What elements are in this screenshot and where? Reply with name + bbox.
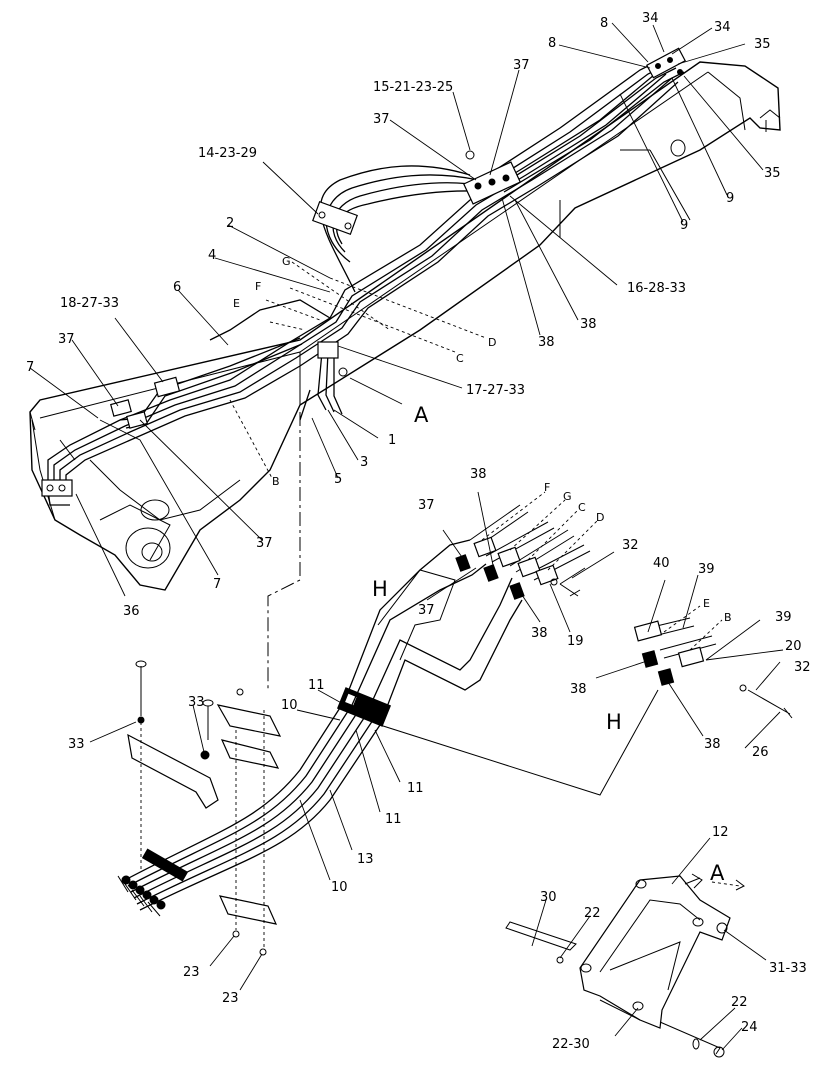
callout-3: 3 xyxy=(360,455,368,470)
callout-20: 20 xyxy=(785,639,802,654)
callout-24: 24 xyxy=(741,1020,758,1035)
callout-34: 34 xyxy=(642,11,659,26)
view-a-arrow xyxy=(711,881,741,887)
callout-40: 40 xyxy=(653,556,670,571)
callout-37: 37 xyxy=(513,58,530,73)
boom-assembly xyxy=(29,61,781,591)
view-a-label: A xyxy=(710,861,725,885)
callout-4: 4 xyxy=(208,248,216,263)
callout-17-27-33: 17-27-33 xyxy=(466,383,525,398)
callout-38: 38 xyxy=(531,626,548,641)
callout-34: 34 xyxy=(714,20,731,35)
callout-11: 11 xyxy=(308,678,325,693)
callout-22: 22 xyxy=(584,906,601,921)
callout-26: 26 xyxy=(752,745,769,760)
letter-d: D xyxy=(596,511,604,524)
boom-clamps xyxy=(41,47,686,497)
view-markers: A A H H xyxy=(372,403,745,891)
callout-14-23-29: 14-23-29 xyxy=(198,146,257,161)
callout-11: 11 xyxy=(385,812,402,827)
callout-37: 37 xyxy=(58,332,75,347)
letter-c: C xyxy=(456,352,464,365)
callout-16-28-33: 16-28-33 xyxy=(627,281,686,296)
callout-11: 11 xyxy=(407,781,424,796)
callout-30: 30 xyxy=(540,890,557,905)
callout-6: 6 xyxy=(173,280,181,295)
callout-38: 38 xyxy=(470,467,487,482)
callout-37: 37 xyxy=(418,603,435,618)
letter-c: C xyxy=(578,501,586,514)
letter-f: F xyxy=(544,481,550,494)
callout-39: 39 xyxy=(775,610,792,625)
letter-f: F xyxy=(255,280,261,293)
boom-hose-lines xyxy=(47,59,685,506)
callout-2: 2 xyxy=(226,216,234,231)
callout-10: 10 xyxy=(331,880,348,895)
callout-7: 7 xyxy=(26,360,34,375)
callout-1: 1 xyxy=(388,433,396,448)
leader-lines-lower xyxy=(89,491,784,1051)
letter-g: G xyxy=(563,490,572,503)
callout-18-27-33: 18-27-33 xyxy=(60,296,119,311)
callout-32: 32 xyxy=(622,538,639,553)
callout-37: 37 xyxy=(418,498,435,513)
letter-d: D xyxy=(488,336,496,349)
upper-fittings xyxy=(455,504,591,600)
callout-12: 12 xyxy=(712,825,729,840)
callout-33: 33 xyxy=(68,737,85,752)
callout-19: 19 xyxy=(567,634,584,649)
callout-38: 38 xyxy=(538,335,555,350)
callout-15-21-23-25: 15-21-23-25 xyxy=(373,80,453,95)
right-fittings xyxy=(633,617,793,719)
callout-37: 37 xyxy=(256,536,273,551)
callout-39: 39 xyxy=(698,562,715,577)
bracket-assembly xyxy=(505,875,731,1058)
callout-31-33: 31-33 xyxy=(769,961,807,976)
connection-letters: G F E C D B F G C D E B xyxy=(233,255,732,624)
callout-5: 5 xyxy=(334,472,342,487)
view-h-label: H xyxy=(372,577,388,601)
callout-36: 36 xyxy=(123,604,140,619)
letter-g: G xyxy=(282,255,291,268)
callout-23: 23 xyxy=(183,965,200,980)
callout-10: 10 xyxy=(281,698,298,713)
letter-b: B xyxy=(272,475,280,488)
callout-32: 32 xyxy=(794,660,811,675)
callout-7: 7 xyxy=(213,577,221,592)
callout-37: 37 xyxy=(373,112,390,127)
callout-33: 33 xyxy=(188,695,205,710)
callout-9: 9 xyxy=(726,191,734,206)
hose-bundle xyxy=(117,539,659,917)
view-h-label: H xyxy=(606,710,622,734)
callout-38: 38 xyxy=(704,737,721,752)
callout-labels: 34 34 35 8 8 37 15-21-23-25 37 35 9 9 14… xyxy=(26,11,811,1052)
callout-23: 23 xyxy=(222,991,239,1006)
callout-22-30: 22-30 xyxy=(552,1037,590,1052)
letter-b: B xyxy=(724,611,732,624)
callout-13: 13 xyxy=(357,852,374,867)
letter-e: E xyxy=(703,597,710,610)
callout-8: 8 xyxy=(548,36,556,51)
left-clamps xyxy=(127,660,282,956)
callout-35: 35 xyxy=(754,37,771,52)
view-a-label: A xyxy=(414,403,429,427)
letter-e: E xyxy=(233,297,240,310)
callout-8: 8 xyxy=(600,16,608,31)
leader-lines-top xyxy=(29,22,764,690)
callout-38: 38 xyxy=(580,317,597,332)
view-a-arrowhead-icon xyxy=(735,879,745,891)
callout-35: 35 xyxy=(764,166,781,181)
callout-9: 9 xyxy=(680,218,688,233)
callout-22: 22 xyxy=(731,995,748,1010)
callout-38: 38 xyxy=(570,682,587,697)
